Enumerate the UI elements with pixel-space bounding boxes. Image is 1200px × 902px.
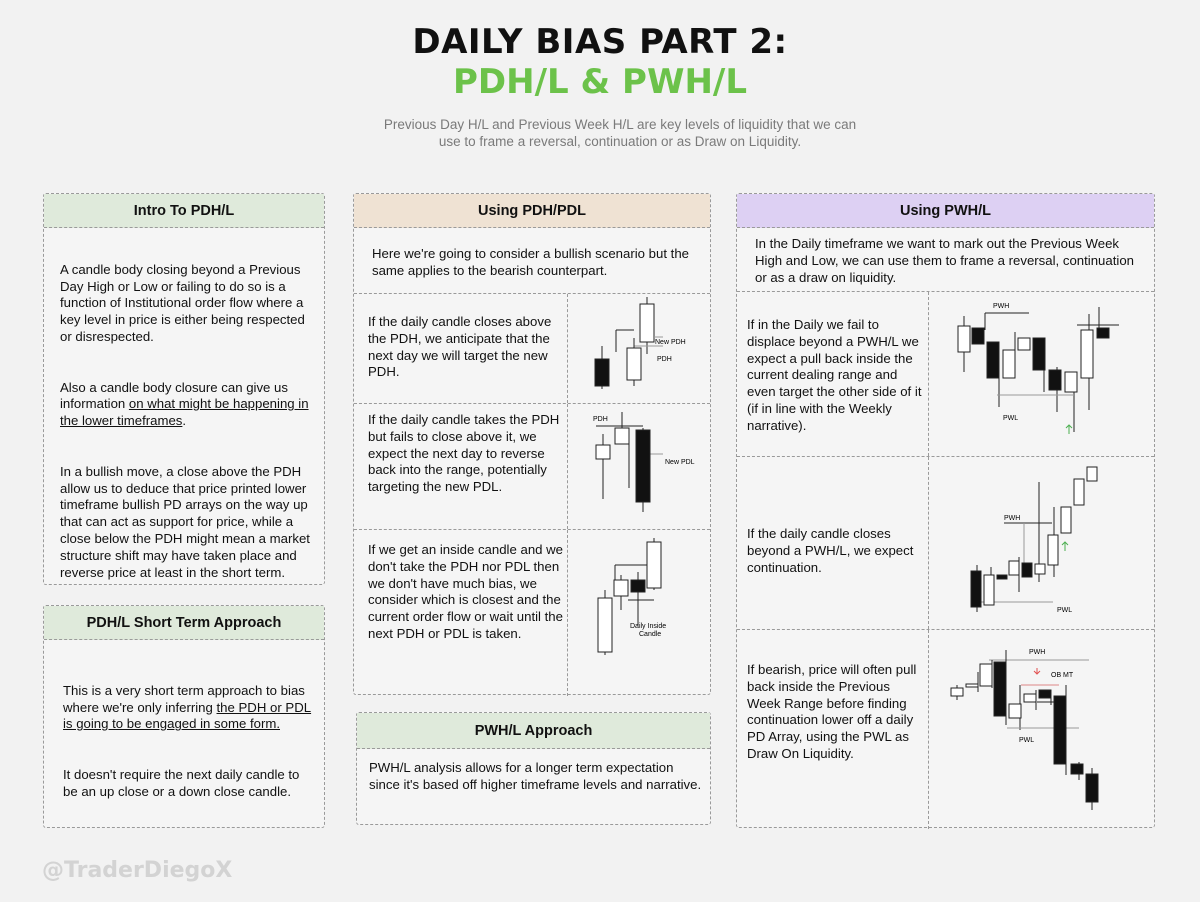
pwh-approach-card-title: PWH/L Approach bbox=[474, 722, 593, 739]
using-pdh-card-title: Using PDH/PDL bbox=[478, 202, 586, 219]
pwh-approach-card: PWH/L Approach PWH/L analysis allows for… bbox=[356, 712, 711, 825]
using-pdh-card: Using PDH/PDL Here we're going to consid… bbox=[353, 193, 711, 696]
using-pdh-card-header: Using PDH/PDL bbox=[354, 194, 710, 228]
pdh-new-label: New PDH bbox=[655, 339, 686, 346]
using-pdh-row-1: If the daily candle closes above the PDH… bbox=[354, 294, 710, 404]
short-term-card-header: PDH/L Short Term Approach bbox=[44, 606, 324, 640]
pwl-label-1: PWL bbox=[1003, 415, 1018, 422]
using-pwh-card: Using PWH/L In the Daily timeframe we wa… bbox=[736, 193, 1155, 829]
up-arrow-icon-2 bbox=[1061, 541, 1069, 551]
short-term-paragraph-2: It doesn't require the next daily candle… bbox=[63, 766, 300, 799]
down-arrow-icon bbox=[1033, 668, 1041, 675]
intro-paragraph-3: In a bullish move, a close above the PDH… bbox=[60, 463, 310, 580]
using-pwh-intro: In the Daily timeframe we want to mark o… bbox=[755, 236, 1134, 285]
short-term-paragraph-1-link: the PDH or PDL is going to be engaged in… bbox=[63, 699, 312, 732]
pwh-fail-displace-diagram: PWH PWL bbox=[957, 303, 1119, 434]
inside-candle-label-2: Candle bbox=[639, 631, 661, 638]
using-pdh-row-2: If the daily candle takes the PDH but fa… bbox=[354, 404, 710, 530]
using-pwh-card-title: Using PWH/L bbox=[899, 202, 992, 219]
using-pdh-intro: Here we're going to consider a bullish s… bbox=[372, 246, 690, 278]
using-pdh-row-2-text: If the daily candle takes the PDH but fa… bbox=[368, 412, 560, 495]
pdh-close-above-diagram: New PDH PDH bbox=[594, 297, 686, 389]
pdh-label: PDH bbox=[657, 356, 672, 363]
ob-mt-label: OB MT bbox=[1051, 672, 1074, 679]
pwh-approach-text: PWH/L analysis allows for a longer term … bbox=[369, 760, 702, 792]
intro-card: Intro To PDH/L A candle body closing bey… bbox=[43, 193, 325, 585]
inside-candle-label-1: Daily Inside bbox=[630, 623, 666, 630]
watermark: @TraderDiegoX bbox=[42, 858, 233, 883]
intro-card-title: Intro To PDH/L bbox=[133, 202, 235, 219]
using-pdh-row-3-text: If we get an inside candle and we don't … bbox=[368, 542, 564, 641]
using-pwh-row-2-text: If the daily candle closes beyond a PWH/… bbox=[747, 526, 914, 575]
pdh-fail-new-pdl-label: New PDL bbox=[665, 459, 695, 466]
short-term-text: This is a very short term approach to bi… bbox=[63, 666, 313, 801]
short-term-card: PDH/L Short Term Approach This is a very… bbox=[43, 605, 325, 828]
intro-paragraph-2-link: on what might be happening in the lower … bbox=[60, 396, 309, 429]
using-pwh-row-1-text: If in the Daily we fail to displace beyo… bbox=[747, 317, 922, 433]
using-pwh-intro-row: In the Daily timeframe we want to mark o… bbox=[737, 228, 1154, 292]
intro-card-header: Intro To PDH/L bbox=[44, 194, 324, 228]
pwl-label-3: PWL bbox=[1019, 737, 1034, 744]
using-pdh-row-1-text: If the daily candle closes above the PDH… bbox=[368, 314, 552, 380]
intro-paragraph-1: A candle body closing beyond a Previous … bbox=[60, 261, 305, 344]
pwh-label-1: PWH bbox=[993, 303, 1009, 310]
intro-paragraph-2-pre: Also a candle body closure can give us i… bbox=[60, 379, 288, 412]
pdh-fail-pdh-label: PDH bbox=[593, 416, 608, 423]
using-pwh-card-header: Using PWH/L bbox=[737, 194, 1154, 228]
pwh-approach-card-header: PWH/L Approach bbox=[357, 713, 710, 749]
pwl-label-2: PWL bbox=[1057, 607, 1072, 614]
using-pwh-row-3: If bearish, price will often pull back i… bbox=[737, 630, 1154, 829]
using-pwh-row-1: If in the Daily we fail to displace beyo… bbox=[737, 292, 1154, 457]
intro-text: A candle body closing beyond a Previous … bbox=[60, 245, 312, 581]
using-pdh-intro-row: Here we're going to consider a bullish s… bbox=[354, 228, 710, 294]
short-term-card-title: PDH/L Short Term Approach bbox=[86, 614, 282, 631]
pwh-label-2: PWH bbox=[1004, 515, 1020, 522]
using-pwh-row-2: If the daily candle closes beyond a PWH/… bbox=[737, 457, 1154, 630]
using-pwh-row-3-text: If bearish, price will often pull back i… bbox=[747, 662, 917, 761]
pdh-fail-close-diagram: PDH New PDL bbox=[593, 412, 695, 512]
up-arrow-icon bbox=[1065, 424, 1073, 434]
pwh-continuation-diagram: PWH PWL bbox=[970, 466, 1098, 614]
short-term-paragraph-1-pre: This is a very short term approach to bi… bbox=[63, 682, 305, 715]
intro-subtitle: Previous Day H/L and Previous Week H/L a… bbox=[383, 117, 857, 149]
pwh-bearish-diagram: PWH OB MT PWL bbox=[950, 649, 1099, 810]
page-title: DAILY BIAS PART 2: bbox=[412, 22, 788, 62]
intro-paragraph-2-post: . bbox=[182, 413, 187, 429]
page-subtitle-accent: PDH/L & PWH/L bbox=[453, 62, 747, 102]
pwh-label-3: PWH bbox=[1029, 649, 1045, 656]
using-pdh-row-3: If we get an inside candle and we don't … bbox=[354, 530, 710, 696]
inside-candle-diagram: Daily Inside Candle bbox=[597, 538, 666, 655]
